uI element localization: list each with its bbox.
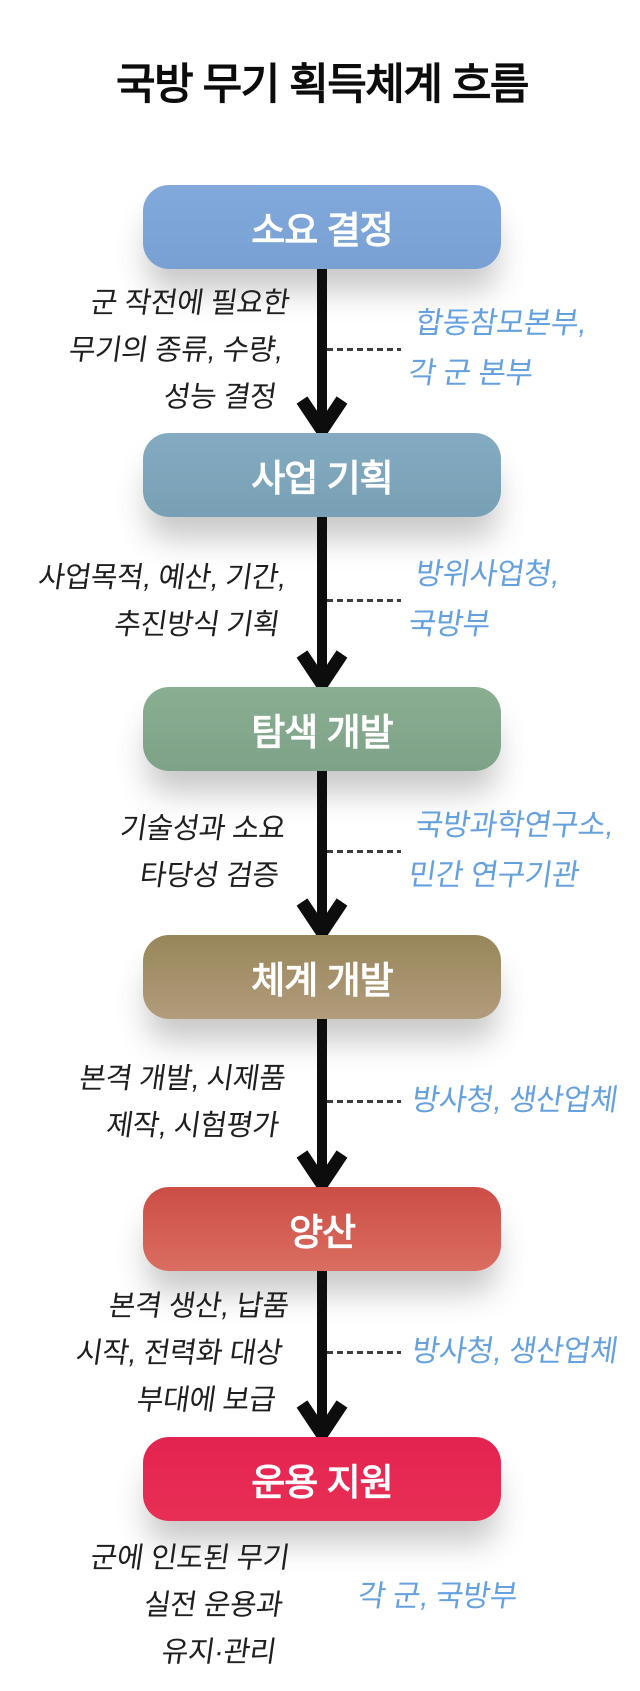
stage-footer-texts: 군에 인도된 무기 실전 운용과 유지·관리 각 군, 국방부 [0, 1521, 640, 1691]
flow-arrow [296, 517, 348, 687]
flow-arrowhead-icon [296, 1400, 348, 1437]
flow-arrow [296, 1271, 348, 1437]
stage-connector-4: 본격 개발, 시제품 제작, 시험평가 방사청, 생산업체 [0, 1019, 640, 1187]
stage-connector-3: 기술성과 소요 타당성 검증 국방과학연구소, 민간 연구기관 [0, 771, 640, 935]
stage-description: 본격 생산, 납품 시작, 전력화 대상 부대에 보급 [73, 1290, 291, 1417]
stage-box-label: 운용 지원 [251, 1462, 393, 1503]
stage-box-system-development: 체계 개발 [143, 935, 501, 1019]
stage-box-label: 양산 [288, 1212, 356, 1253]
stage-box-exploratory-development: 탐색 개발 [143, 687, 501, 771]
dotted-connector [327, 850, 401, 853]
stage-box-label: 체계 개발 [251, 960, 393, 1001]
dotted-connector [327, 348, 401, 351]
stage-box-label: 탐색 개발 [251, 712, 393, 753]
flow-arrowhead-icon [296, 396, 348, 433]
flow-arrow [296, 269, 348, 433]
flow-arrow [296, 1019, 348, 1187]
stage-description: 군에 인도된 무기 실전 운용과 유지·관리 [88, 1542, 291, 1669]
stage-box-label: 소요 결정 [251, 210, 393, 251]
stage-box-project-planning: 사업 기획 [143, 433, 501, 517]
stage-organizations: 국방과학연구소, 민간 연구기관 [406, 809, 616, 892]
dotted-connector [327, 1100, 401, 1103]
stage-box-operational-support: 운용 지원 [143, 1437, 501, 1521]
stage-box-mass-production: 양산 [143, 1187, 501, 1271]
dotted-connector [327, 599, 401, 602]
dotted-connector [327, 1351, 401, 1354]
stage-connector-2: 사업목적, 예산, 기간, 추진방식 기획 방위사업청, 국방부 [0, 517, 640, 687]
stage-description: 기술성과 소요 타당성 검증 [118, 813, 288, 892]
stage-organizations: 방사청, 생산업체 [409, 1084, 620, 1117]
stage-organizations: 합동참모본부, 각 군 본부 [406, 307, 589, 390]
stage-box-requirement-decision: 소요 결정 [143, 185, 501, 269]
flow-arrowhead-icon [296, 650, 348, 687]
page-title: 국방 무기 획득체계 흐름 [116, 61, 529, 109]
flow-arrowhead-icon [296, 898, 348, 935]
stage-description: 사업목적, 예산, 기간, 추진방식 기획 [35, 562, 288, 641]
stage-organizations: 각 군, 국방부 [355, 1580, 520, 1613]
stage-description: 군 작전에 필요한 무기의 종류, 수량, 성능 결정 [66, 287, 291, 414]
stage-box-label: 사업 기획 [251, 458, 393, 499]
stage-connector-5: 본격 생산, 납품 시작, 전력화 대상 부대에 보급 방사청, 생산업체 [0, 1271, 640, 1437]
stage-organizations: 방위사업청, 국방부 [406, 558, 562, 641]
flow-arrowhead-icon [296, 1150, 348, 1187]
stage-organizations: 방사청, 생산업체 [409, 1335, 620, 1368]
stage-description: 본격 개발, 시제품 제작, 시험평가 [77, 1063, 288, 1142]
stage-connector-1: 군 작전에 필요한 무기의 종류, 수량, 성능 결정 합동참모본부, 각 군 … [0, 269, 640, 433]
flow-arrow [296, 771, 348, 935]
